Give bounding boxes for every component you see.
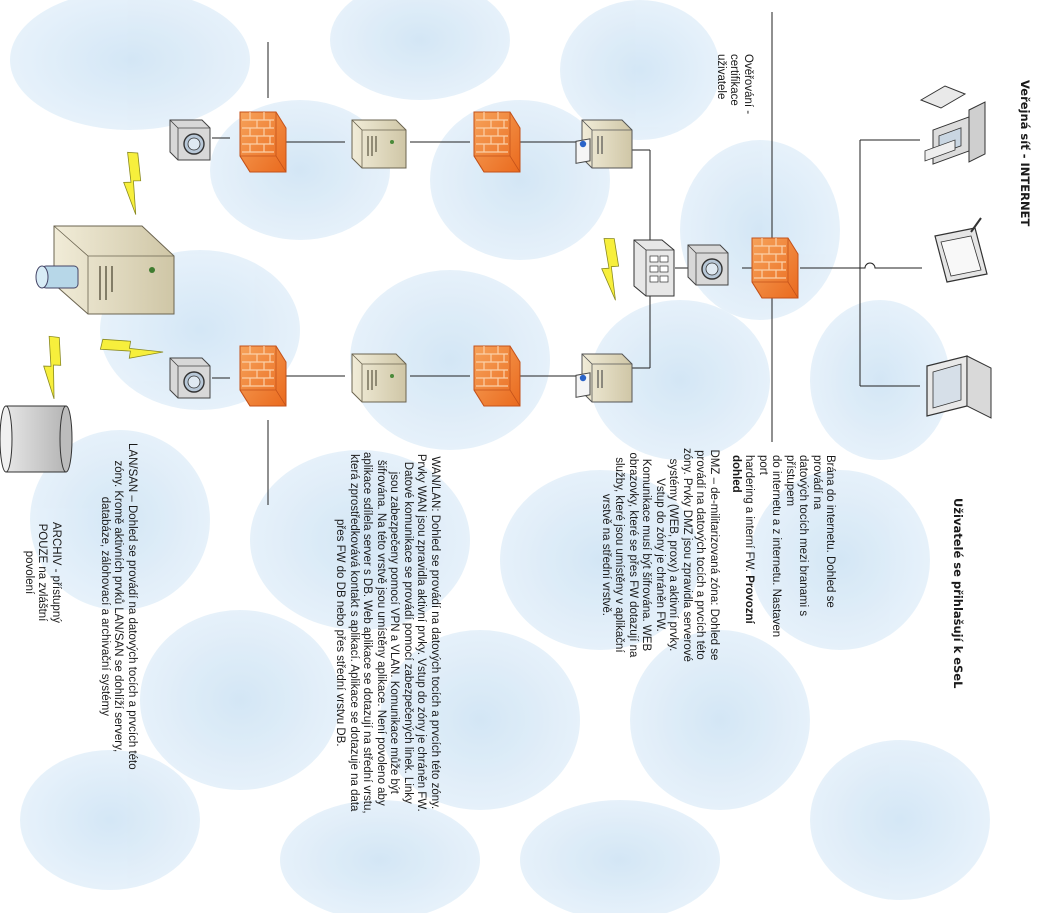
tablet-icon: [934, 217, 988, 283]
laptop-icon: [926, 355, 992, 419]
gateway-firewall-icon: [751, 237, 799, 299]
lightning-icon: [112, 150, 152, 216]
archive-label: ARCHIV - přístupný POUZE na zvláštní pov…: [23, 522, 62, 623]
disk-archive-icon: [0, 405, 73, 473]
users-label: Uživatelé se přihlašují k eSeL: [951, 498, 965, 689]
firewall-icon: [239, 345, 287, 407]
diagram-title: Veřejná síť - INTERNET: [1018, 80, 1032, 227]
lan-text: LAN/SAN – Dohled se provádí na datových …: [99, 443, 138, 770]
background-blobs: [10, 0, 990, 913]
desktop-pc-icon: [919, 85, 986, 165]
lightning-icon: [591, 236, 629, 301]
wan-text: WAN/LAN: Dohled se provádí na datových t…: [334, 452, 442, 814]
firewall-icon: [239, 111, 287, 173]
certificate-device-icon: [169, 357, 211, 399]
web-server-icon: [575, 119, 633, 169]
certificate-device-icon: [169, 119, 211, 161]
auth-label: Ověřování - certifikace uživatele: [715, 54, 754, 115]
dmz-text: DMZ – de-militarizovaná zóna: Dohled se …: [600, 448, 720, 662]
firewall-icon: [473, 345, 521, 407]
zone-dividers: [267, 12, 773, 505]
gateway-description: Brána do internetu. Dohled se provádí na…: [743, 455, 837, 638]
server-icon: [351, 353, 407, 403]
certificate-device-icon: [687, 244, 729, 286]
gateway-text: Brána do internetu. Dohled se provádí na…: [729, 455, 851, 646]
database-server-icon: [35, 225, 175, 315]
web-server-icon: [575, 353, 633, 403]
firewall-icon: [473, 111, 521, 173]
connection-lines: [212, 137, 922, 387]
switch-icon: [633, 239, 675, 297]
lightning-icon: [30, 333, 73, 400]
server-icon: [351, 119, 407, 169]
